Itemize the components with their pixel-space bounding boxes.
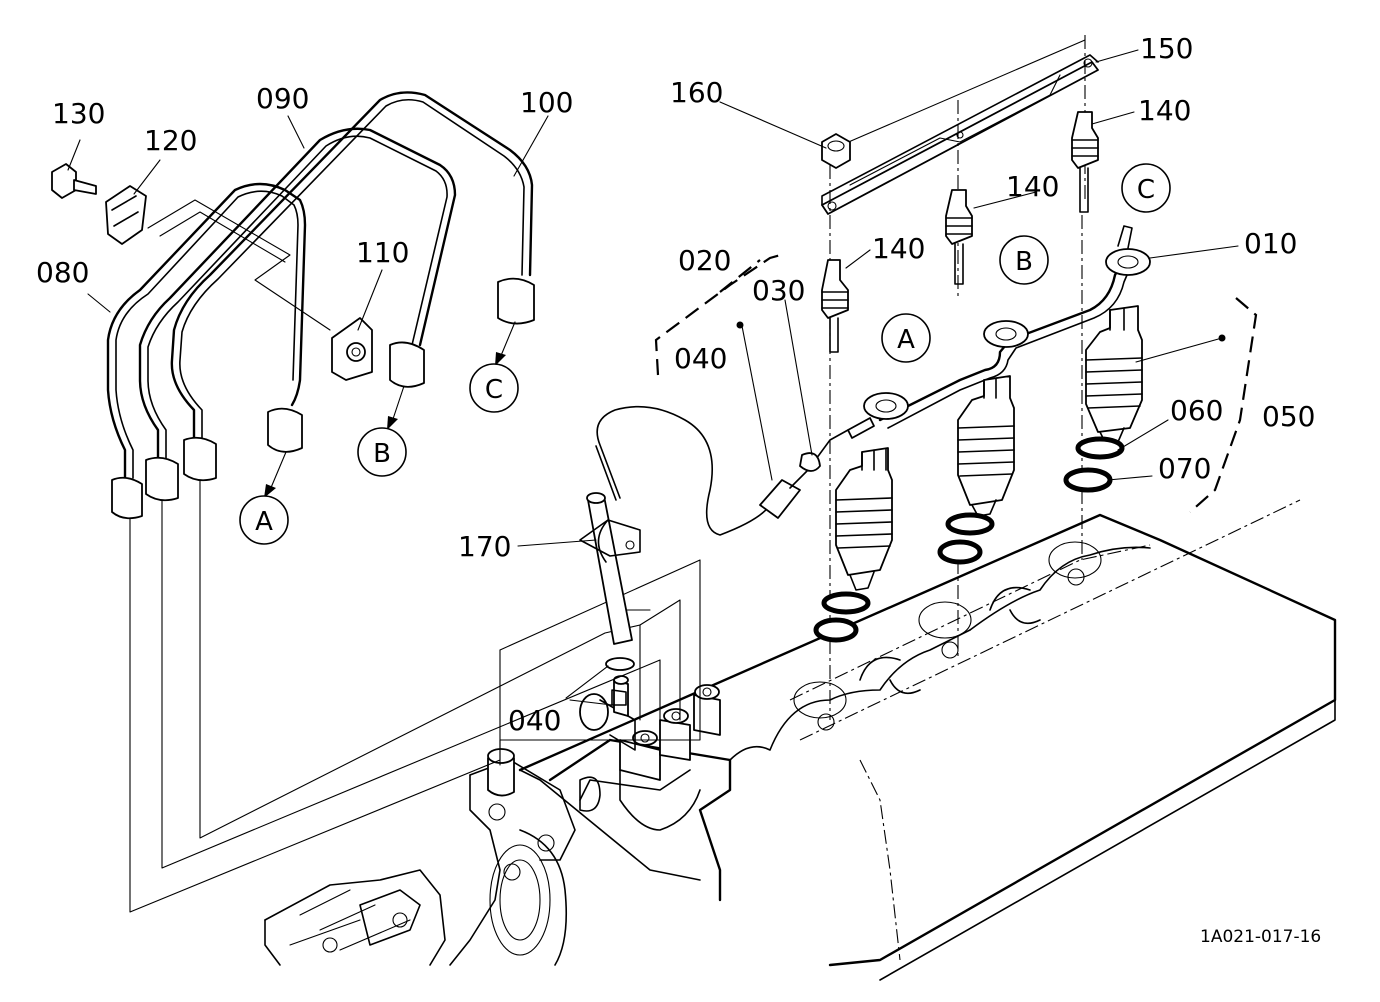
callout-110: 110 — [356, 236, 409, 269]
callout-030: 030 — [752, 274, 805, 307]
callout-140-right: 140 — [1138, 94, 1191, 127]
nozzles-and-leak-pipe — [813, 225, 1258, 643]
figure-code: 1A021-017-16 — [1200, 927, 1321, 947]
callout-090: 090 — [256, 82, 309, 115]
injection-pump — [548, 675, 732, 902]
callout-140-middle: 140 — [1006, 170, 1059, 203]
callout-010: 010 — [1244, 227, 1297, 260]
callout-160: 160 — [670, 76, 723, 109]
ref-label-b-nozzle: B — [1015, 247, 1033, 277]
ref-label-c-pipe: C — [485, 375, 503, 405]
callout-140-left: 140 — [872, 232, 925, 265]
ref-bubble-c-nozzle — [1121, 163, 1171, 213]
ref-bubble-b-pipe — [357, 427, 407, 477]
ref-bubble-b-nozzle — [999, 235, 1049, 285]
glow-plugs — [821, 35, 1099, 720]
ref-bubble-a-nozzle — [881, 313, 931, 363]
ref-bubble-c-pipe — [469, 363, 519, 413]
callout-040-top: 040 — [674, 342, 727, 375]
leader-lines — [67, 49, 1239, 699]
reference-bubbles: A B C A B C — [239, 163, 1171, 545]
callout-070: 070 — [1158, 452, 1211, 485]
cylinder-head — [518, 499, 1337, 981]
callout-080: 080 — [36, 256, 89, 289]
injection-pipes — [51, 91, 535, 520]
callout-120: 120 — [144, 124, 197, 157]
ref-label-b-pipe: B — [373, 439, 391, 469]
callout-020: 020 — [678, 244, 731, 277]
callout-050: 050 — [1262, 400, 1315, 433]
callout-150: 150 — [1140, 32, 1193, 65]
ref-label-c-nozzle: C — [1137, 175, 1155, 205]
gear-case — [264, 748, 576, 966]
callout-100: 100 — [520, 86, 573, 119]
callout-040-bottom: 040 — [508, 704, 561, 737]
ref-label-a-nozzle: A — [897, 325, 915, 355]
callout-130: 130 — [52, 97, 105, 130]
ref-label-a-pipe: A — [255, 507, 273, 537]
return-hose — [569, 252, 849, 706]
part-callouts: 130 120 090 100 080 110 160 150 140 140 … — [36, 32, 1321, 947]
callout-060: 060 — [1170, 394, 1223, 427]
callout-170: 170 — [458, 530, 511, 563]
ref-bubble-a-pipe — [239, 495, 289, 545]
